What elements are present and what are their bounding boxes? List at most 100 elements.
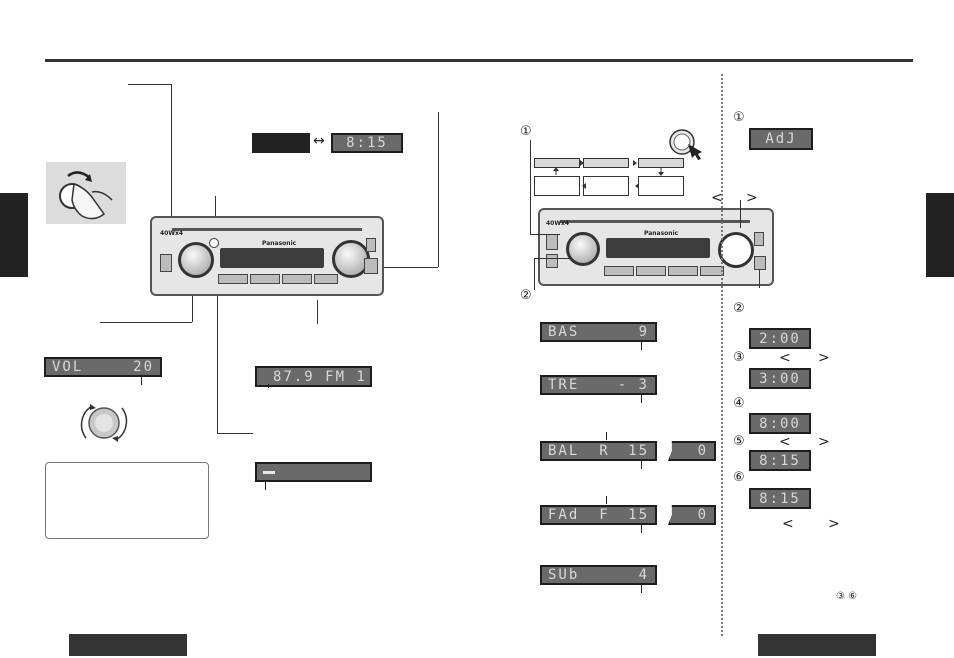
fader-label: FAd xyxy=(548,507,580,523)
volume-label: VOL xyxy=(52,359,84,375)
unit-badge: 40Wx4 xyxy=(546,220,570,227)
tick xyxy=(641,585,642,593)
callout-line xyxy=(530,234,560,235)
clock-step6-text: 8:15 xyxy=(759,490,801,507)
brand-label: Panasonic xyxy=(644,230,679,237)
balance-display: BAL R 15 xyxy=(540,441,657,461)
callout-line xyxy=(217,286,218,433)
balance-value: 15 xyxy=(628,443,649,459)
treble-value: - 3 xyxy=(617,377,649,393)
callout-line xyxy=(534,258,535,290)
radio-display: 87.9 FM 1 xyxy=(255,366,372,387)
power-button[interactable] xyxy=(160,254,172,272)
preset-button-2[interactable] xyxy=(250,274,280,284)
preset-button-2[interactable] xyxy=(636,266,666,276)
clock-step5-text: 8:15 xyxy=(759,452,801,469)
disc-slot xyxy=(172,228,362,231)
volume-value: 20 xyxy=(133,359,154,375)
clock-step4-text: 8:00 xyxy=(759,415,801,432)
clock-step4-display: 8:00 xyxy=(749,413,811,434)
subwoofer-value: 4 xyxy=(638,567,649,583)
step-marker-1-right: ① xyxy=(733,110,745,125)
select-button[interactable] xyxy=(754,256,766,270)
callout-line xyxy=(171,84,172,236)
volume-knob[interactable] xyxy=(566,232,600,266)
tick xyxy=(641,525,642,533)
bass-display: BAS 9 xyxy=(540,322,657,342)
callout-line xyxy=(217,433,253,434)
fader-zero-value: 0 xyxy=(697,507,708,523)
right-knob[interactable] xyxy=(332,240,370,278)
clock-step5-display: 8:15 xyxy=(749,450,811,471)
select-button[interactable] xyxy=(364,258,378,274)
hand-knob-illustration xyxy=(46,162,126,224)
step-range-note: ③ ⑥ xyxy=(836,591,858,602)
volume-knob[interactable] xyxy=(178,242,214,278)
clock-step3-text: 3:00 xyxy=(759,370,801,387)
clock-step2-text: 2:00 xyxy=(759,330,801,347)
subwoofer-label: SUb xyxy=(548,567,580,583)
adjust-display: AdJ xyxy=(749,128,813,150)
mute-display xyxy=(255,462,372,482)
eject-button[interactable] xyxy=(754,232,764,246)
top-rule xyxy=(45,59,913,62)
step-marker-3-right: ③ xyxy=(733,350,745,365)
step-marker-1: ① xyxy=(520,124,532,139)
fader-zero-display: 0 xyxy=(668,505,716,525)
callout-line xyxy=(759,270,760,288)
power-button[interactable] xyxy=(546,234,558,250)
tick xyxy=(606,432,607,440)
left-side-tab xyxy=(0,193,28,277)
fader-value: 15 xyxy=(628,507,649,523)
balance-side: R xyxy=(599,443,610,459)
step-marker-2-right: ② xyxy=(733,301,745,316)
preset-button-1[interactable] xyxy=(604,266,634,276)
preset-button-3[interactable] xyxy=(282,274,312,284)
flow-box xyxy=(638,158,684,168)
callout-line xyxy=(380,267,438,268)
callout-line xyxy=(530,140,531,234)
step-marker-4-right: ④ xyxy=(733,396,745,411)
preset-button-1[interactable] xyxy=(218,274,248,284)
tick xyxy=(606,496,607,504)
head-unit-right: 40Wx4 Panasonic xyxy=(538,208,774,286)
subwoofer-display: SUb 4 xyxy=(540,565,657,585)
mode-button[interactable] xyxy=(546,254,558,268)
right-angle-bracket: > xyxy=(818,350,830,366)
flow-box xyxy=(534,158,580,168)
preset-button-4[interactable] xyxy=(314,274,338,284)
flow-box xyxy=(534,176,580,196)
adjust-text: AdJ xyxy=(765,131,797,147)
press-knob-icon xyxy=(666,126,706,160)
disc-slot xyxy=(560,220,750,223)
eject-button[interactable] xyxy=(366,238,376,252)
clock-step2-display: 2:00 xyxy=(749,328,811,349)
fader-display: FAd F 15 xyxy=(540,505,657,525)
cursor-bar xyxy=(263,470,275,474)
tune-knob[interactable] xyxy=(718,232,754,268)
balance-zero-value: 0 xyxy=(697,443,708,459)
right-side-tab xyxy=(926,193,954,277)
preset-button-3[interactable] xyxy=(668,266,698,276)
indicator-dot xyxy=(209,238,219,248)
step-marker-6-right: ⑥ xyxy=(733,470,745,485)
volume-display: VOL 20 xyxy=(44,357,162,377)
balance-zero-display: 0 xyxy=(668,441,716,461)
clock-display-top: 8:15 xyxy=(331,133,403,153)
brand-label: Panasonic xyxy=(262,240,297,247)
swap-arrow: ↔ xyxy=(313,133,325,149)
unit-display xyxy=(606,238,710,258)
preset-button-4[interactable] xyxy=(700,266,724,276)
callout-line xyxy=(740,200,741,228)
clock-step6-display: 8:15 xyxy=(749,488,811,509)
unit-display xyxy=(220,248,324,268)
left-angle-bracket: < xyxy=(782,516,794,532)
unit-badge: 40Wx4 xyxy=(160,230,184,237)
step-marker-5-right: ⑤ xyxy=(733,434,745,449)
right-angle-bracket: > xyxy=(746,190,758,206)
tick xyxy=(141,377,142,385)
left-angle-bracket: < xyxy=(779,434,791,450)
callout-line xyxy=(192,292,193,322)
tick xyxy=(265,482,266,490)
bass-value: 9 xyxy=(638,324,649,340)
